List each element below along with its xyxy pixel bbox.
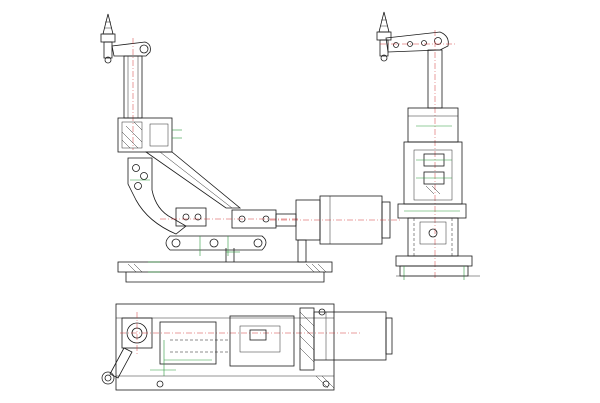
- knob-top-left: [100, 13, 116, 64]
- side-base-plate: [395, 255, 473, 267]
- plan-knob: [101, 371, 115, 385]
- side-top-arm: [385, 31, 449, 53]
- diagonal-frame: [144, 151, 242, 209]
- lower-link: [165, 235, 267, 251]
- curved-link-plate: [127, 157, 187, 235]
- side-elevation-view: [376, 11, 480, 280]
- plan-cylinder: [313, 311, 387, 361]
- plan-outer-frame: [115, 303, 335, 391]
- front-base-plate: [117, 261, 333, 273]
- side-housing: [407, 107, 459, 143]
- side-mid-body: [403, 141, 463, 205]
- clamp-jaw: [175, 207, 207, 227]
- top-arm: [111, 41, 151, 57]
- plan-view: [101, 303, 393, 391]
- upper-block: [117, 117, 173, 153]
- plan-hinge: [299, 307, 315, 371]
- front-elevation-view: [100, 13, 400, 283]
- knob-top-right: [376, 11, 392, 62]
